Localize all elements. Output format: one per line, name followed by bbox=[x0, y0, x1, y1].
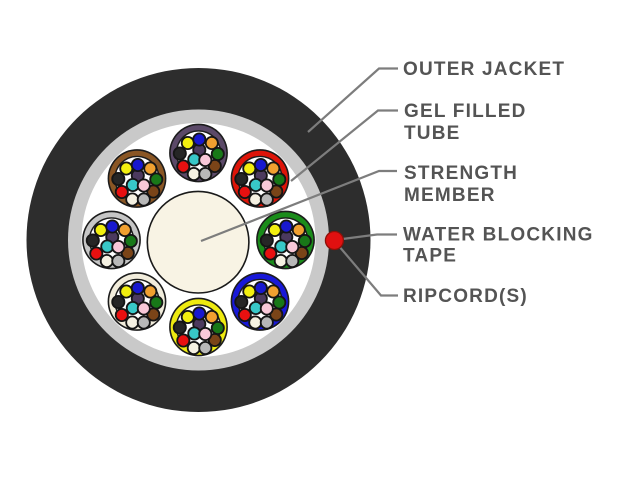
svg-text:OUTER JACKET: OUTER JACKET bbox=[403, 59, 565, 80]
svg-text:WATER BLOCKING: WATER BLOCKING bbox=[403, 225, 594, 246]
svg-text:GEL FILLED: GEL FILLED bbox=[404, 101, 526, 122]
svg-text:TUBE: TUBE bbox=[404, 123, 461, 144]
svg-text:RIPCORD(S): RIPCORD(S) bbox=[403, 286, 528, 307]
svg-text:TAPE: TAPE bbox=[403, 246, 457, 267]
svg-text:MEMBER: MEMBER bbox=[404, 185, 496, 206]
svg-text:STRENGTH: STRENGTH bbox=[404, 163, 518, 184]
